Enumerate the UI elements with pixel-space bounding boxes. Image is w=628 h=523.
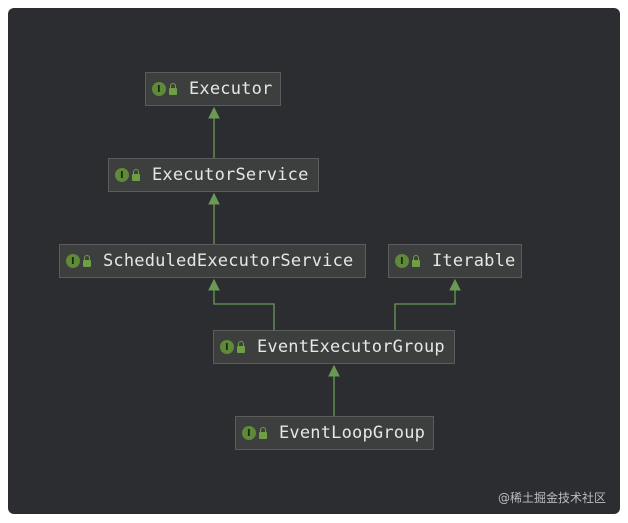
watermark: @稀土掘金技术社区 (497, 491, 606, 505)
lock-icon (169, 82, 177, 95)
node-label: ExecutorService (152, 165, 309, 185)
node-executor[interactable]: I Executor (145, 72, 281, 106)
node-label: EventLoopGroup (279, 423, 426, 443)
lock-icon (132, 168, 140, 181)
interface-badge-icon: I (395, 254, 409, 268)
interface-badge-icon: I (152, 82, 166, 96)
node-event-executor-group[interactable]: I EventExecutorGroup (213, 330, 455, 364)
node-label: Executor (189, 79, 273, 99)
diagram-canvas: I Executor I ExecutorService I Scheduled… (8, 8, 620, 514)
interface-badge-icon: I (220, 340, 234, 354)
node-executor-service[interactable]: I ExecutorService (108, 158, 319, 192)
node-label: Iterable (432, 251, 516, 271)
lock-icon (83, 254, 91, 267)
edge-eventexecutorgroup-to-iterable (394, 278, 461, 330)
node-event-loop-group[interactable]: I EventLoopGroup (235, 416, 434, 450)
inheritance-edges (208, 106, 461, 416)
edge-eventexecutorgroup-to-scheduled (208, 278, 275, 330)
lock-icon (412, 254, 420, 267)
lock-icon (237, 340, 245, 353)
node-iterable[interactable]: I Iterable (388, 244, 522, 278)
interface-badge-icon: I (66, 254, 80, 268)
interface-badge-icon: I (115, 168, 129, 182)
node-scheduled-executor-service[interactable]: I ScheduledExecutorService (59, 244, 366, 278)
lock-icon (259, 426, 267, 439)
interface-badge-icon: I (242, 426, 256, 440)
node-label: EventExecutorGroup (257, 337, 445, 357)
node-label: ScheduledExecutorService (103, 251, 354, 271)
